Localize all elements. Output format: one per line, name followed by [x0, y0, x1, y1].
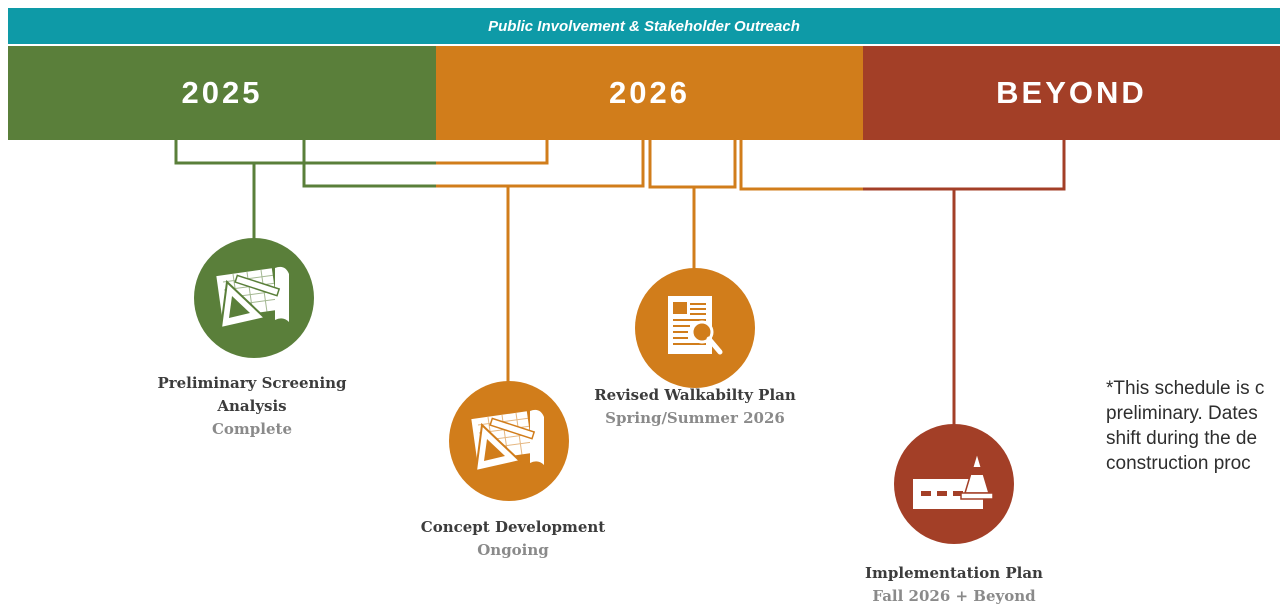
implementation-badge	[894, 424, 1014, 544]
schedule-disclaimer-line4: construction proc	[1106, 453, 1251, 474]
schedule-disclaimer-line3: shift during the de	[1106, 428, 1258, 449]
implementation-status: Fall 2026 + Beyond	[872, 587, 1036, 605]
connector-prelim-screening-2026-part	[436, 140, 549, 165]
outreach-banner-label: Public Involvement & Stakeholder Outreac…	[488, 17, 800, 35]
connector-implementation	[739, 140, 863, 191]
prelim-screening-label: Preliminary Screening Analysis Complete	[122, 372, 382, 441]
concept-dev-label: Concept Development Ongoing	[383, 516, 643, 562]
outreach-banner: Public Involvement & Stakeholder Outreac…	[8, 8, 1280, 44]
implementation-label: Implementation Plan Fall 2026 + Beyond	[824, 562, 1084, 608]
prelim-screening-title-line1: Preliminary Screening	[157, 374, 347, 392]
drafting-tools-icon	[216, 266, 289, 330]
prelim-screening-status: Complete	[211, 420, 293, 438]
concept-dev-status: Ongoing	[477, 541, 549, 559]
document-magnifier-icon	[668, 296, 723, 355]
schedule-disclaimer: *This schedule is c preliminary. Dates s…	[1106, 376, 1280, 476]
road-cone-icon	[913, 450, 994, 509]
walkability-badge	[635, 268, 755, 388]
connector-concept-dev-2026-part	[436, 140, 645, 188]
connector-implementation-beyond-part	[863, 140, 1066, 191]
prelim-screening-badge	[194, 238, 314, 358]
prelim-screening-title-line2: Analysis	[217, 397, 287, 415]
schedule-disclaimer-line2: preliminary. Dates	[1106, 403, 1258, 424]
concept-dev-title: Concept Development	[420, 518, 606, 536]
implementation-title: Implementation Plan	[865, 564, 1043, 582]
year-2025-block: 2025	[8, 46, 436, 140]
year-beyond-block: BEYOND	[863, 46, 1280, 140]
connector-prelim-screening	[174, 140, 549, 165]
walkability-title: Revised Walkabilty Plan	[594, 386, 796, 404]
schedule-disclaimer-line1: *This schedule is c	[1106, 378, 1265, 399]
year-2025-label: 2025	[181, 75, 263, 110]
concept-dev-badge	[449, 381, 569, 501]
connector-walkability	[648, 140, 737, 189]
year-2026-label: 2026	[609, 75, 690, 110]
walkability-status: Spring/Summer 2026	[605, 409, 785, 427]
drafting-tools-icon	[471, 409, 544, 473]
year-beyond-label: BEYOND	[996, 75, 1147, 110]
year-2026-block: 2026	[436, 46, 863, 140]
walkability-label: Revised Walkabilty Plan Spring/Summer 20…	[565, 384, 825, 430]
